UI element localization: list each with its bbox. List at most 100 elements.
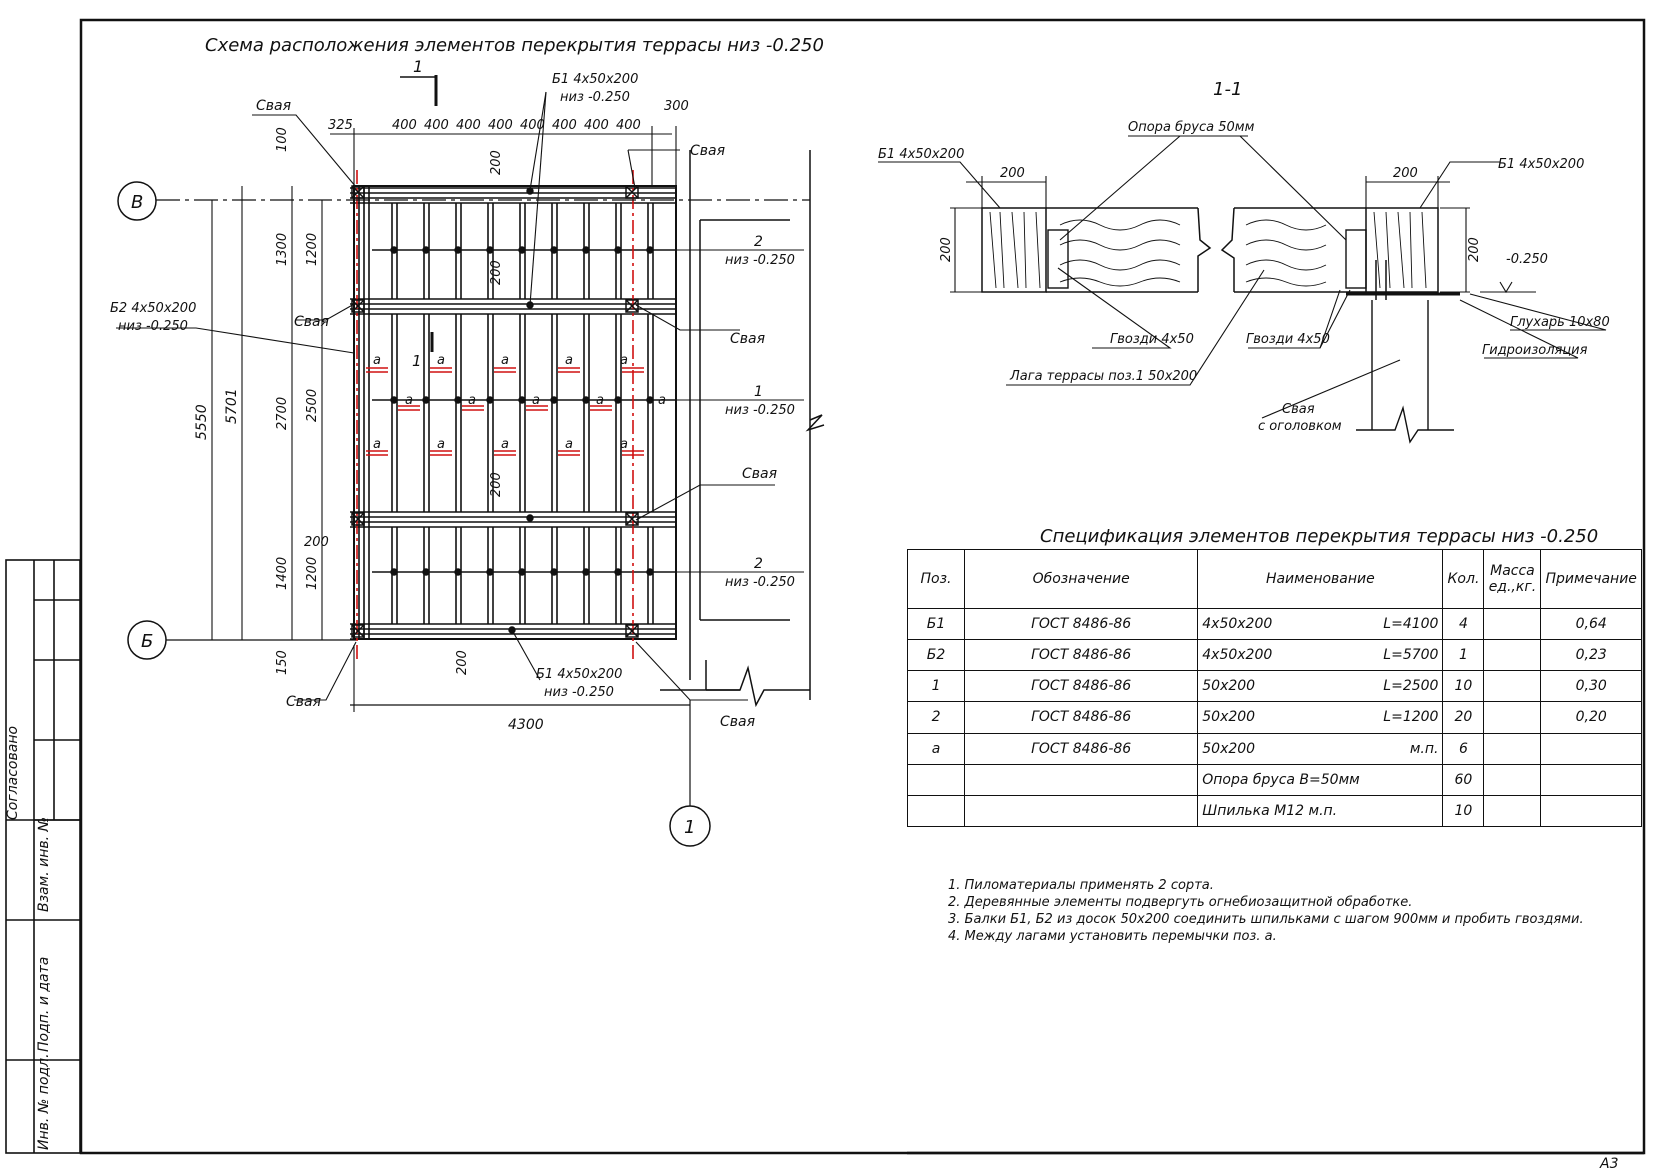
spec-name-cell: 50х200 L=2500 — [1197, 670, 1444, 703]
dim-4300: 4300 — [508, 717, 544, 733]
svg-text:Свая: Свая — [742, 466, 777, 482]
spec-mass — [1483, 701, 1542, 734]
dim-200-e: 200 — [304, 535, 329, 550]
side-stamp — [5, 559, 81, 1154]
svg-text:Свая: Свая — [294, 314, 329, 330]
spec-h-qty: Кол. — [1442, 549, 1485, 609]
spec-note: 0,64 — [1540, 607, 1642, 641]
section-pile-2: с оголовком — [1258, 419, 1342, 434]
spec-h-pos: Поз. — [906, 549, 966, 609]
spec-pos: Б2 — [906, 639, 966, 672]
spec-h-note: Примечание — [1540, 549, 1642, 609]
note-item: 4. Между лагами установить перемычки поз… — [948, 929, 1277, 944]
spec-mass — [1483, 670, 1542, 703]
section-cut-number: 1 — [413, 57, 423, 76]
section-title: 1-1 — [1213, 79, 1242, 100]
plan-title: Схема расположения элементов перекрытия … — [205, 35, 824, 56]
section-left-joist — [1046, 207, 1212, 293]
svg-text:Свая: Свая — [286, 694, 321, 710]
spec-name-cell: Опора бруса В=50мм — [1197, 763, 1444, 796]
svg-text:а: а — [405, 393, 413, 408]
dim-5701: 5701 — [224, 388, 240, 424]
dim-200-b: 200 — [489, 260, 504, 285]
section-b1-right: Б1 4х50х200 — [1498, 157, 1584, 172]
spec-qty: 10 — [1442, 670, 1485, 703]
spec-pos — [906, 763, 966, 796]
b1-label-top: Б1 4х50х200 — [552, 72, 638, 87]
axis-1-label: 1 — [684, 817, 695, 838]
spec-note: 0,20 — [1540, 701, 1642, 734]
section-support: Опора бруса 50мм — [1128, 120, 1255, 135]
section-joist-label: Лага террасы поз.1 50х200 — [1009, 369, 1197, 384]
spec-qty: 10 — [1442, 794, 1485, 828]
svg-text:а: а — [468, 393, 476, 408]
spec-h-code: Обозначение — [964, 549, 1199, 609]
pile-labels: Свая Свая Свая Свая Свая Свая Свая — [256, 98, 777, 730]
dim-5550: 5550 — [194, 404, 210, 440]
svg-text:400: 400 — [424, 118, 449, 133]
dim-200-d: 200 — [455, 650, 470, 675]
sheet-frame — [79, 18, 1646, 1155]
table-row: Шпилька М12 м.п. 10 — [906, 794, 1642, 828]
svg-text:Свая: Свая — [730, 331, 765, 347]
spec-code: ГОСТ 8486-86 — [964, 607, 1199, 641]
svg-text:325: 325 — [328, 118, 353, 133]
svg-text:400: 400 — [392, 118, 417, 133]
spec-pos — [906, 794, 966, 828]
section-dim-200-leftv: 200 — [939, 237, 954, 262]
svg-text:а: а — [658, 393, 666, 408]
spec-code — [964, 763, 1199, 796]
note-item: 1. Пиломатериалы применять 2 сорта. — [948, 878, 1214, 893]
svg-text:а: а — [620, 437, 628, 452]
spec-pos: а — [906, 732, 966, 765]
dim-1400: 1400 — [275, 557, 290, 590]
spec-len: L=2500 — [1383, 678, 1439, 695]
svg-text:а: а — [565, 437, 573, 452]
adjacent-building — [660, 150, 825, 708]
spec-pos: Б1 — [906, 607, 966, 641]
spec-name: 50х200 — [1202, 709, 1256, 726]
dim-200-c: 200 — [489, 472, 504, 497]
spec-qty: 1 — [1442, 639, 1485, 672]
dim-1200-top: 1200 — [305, 233, 320, 266]
section-level: -0.250 — [1506, 252, 1548, 267]
svg-text:а: а — [532, 393, 540, 408]
spec-qty: 6 — [1442, 732, 1485, 765]
spec-len: L=1200 — [1383, 709, 1439, 726]
spec-code: ГОСТ 8486-86 — [964, 639, 1199, 672]
spec-qty: 4 — [1442, 607, 1485, 641]
spec-mass — [1483, 732, 1542, 765]
general-notes: 1. Пиломатериалы применять 2 сорта. 2. Д… — [948, 877, 1584, 945]
svg-text:а: а — [596, 393, 604, 408]
spec-pos: 1 — [906, 670, 966, 703]
b1-level-bottom: низ -0.250 — [544, 685, 614, 700]
section-nails-right: Гвозди 4х50 — [1246, 332, 1330, 347]
leader-lines — [116, 91, 804, 701]
svg-text:Свая: Свая — [690, 143, 725, 159]
section-dim-200-rightv: 200 — [1467, 237, 1482, 262]
spec-name: 4х50х200 — [1202, 647, 1273, 664]
section-leaders — [878, 135, 1607, 419]
spec-name: 50х200 — [1202, 678, 1256, 695]
section-lag-bolt: Глухарь 10х80 — [1510, 315, 1610, 330]
spec-mass — [1483, 763, 1542, 796]
b1-level-top: низ -0.250 — [560, 90, 630, 105]
stamp-inv-orig: Инв. № подл. — [36, 1053, 52, 1150]
spec-len: L=4100 — [1383, 616, 1439, 633]
joist-1-level: низ -0.250 — [725, 403, 795, 418]
section-pile — [1356, 300, 1454, 444]
dim-1300: 1300 — [275, 233, 290, 266]
spec-mass — [1483, 639, 1542, 672]
joists — [391, 203, 654, 624]
b1-label-bottom: Б1 4х50х200 — [536, 667, 622, 682]
section-nails-left: Гвозди 4х50 — [1110, 332, 1194, 347]
section-dim-200-right: 200 — [1393, 166, 1418, 181]
b2-level: низ -0.250 — [118, 319, 188, 334]
